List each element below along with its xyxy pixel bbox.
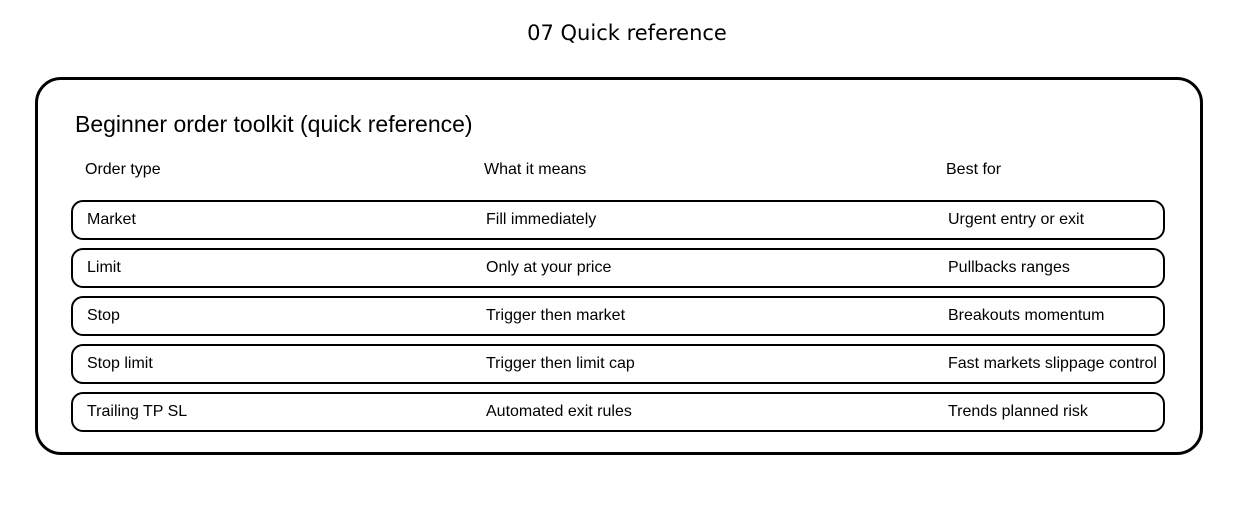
best-for-cell: Urgent entry or exit [948, 211, 1085, 228]
column-header-order-type: Order type [85, 161, 161, 178]
order-type-cell: Market [87, 211, 136, 228]
meaning-cell: Trigger then limit cap [486, 355, 635, 372]
order-type-cell: Limit [87, 259, 121, 276]
column-header-what-it-means: What it means [484, 161, 587, 178]
panel-heading: Beginner order toolkit (quick reference) [75, 111, 473, 137]
table-row: Trailing TP SL Automated exit rules Tren… [71, 392, 1165, 432]
meaning-cell: Only at your price [486, 259, 612, 276]
reference-panel: Beginner order toolkit (quick reference)… [35, 77, 1203, 455]
meaning-cell: Fill immediately [486, 211, 597, 228]
table-row: Stop Trigger then market Breakouts momen… [71, 296, 1165, 336]
page-title: 07 Quick reference [527, 21, 727, 45]
column-header-best-for: Best for [946, 161, 1002, 178]
order-type-cell: Stop [87, 307, 120, 324]
meaning-cell: Trigger then market [486, 307, 626, 324]
table-row: Limit Only at your price Pullbacks range… [71, 248, 1165, 288]
meaning-cell: Automated exit rules [486, 403, 632, 420]
order-type-cell: Stop limit [87, 355, 153, 372]
table-header-row: Order type What it means Best for [71, 160, 1165, 180]
best-for-cell: Breakouts momentum [948, 307, 1105, 324]
best-for-cell: Fast markets slippage control [948, 355, 1157, 372]
table-rows: Market Fill immediately Urgent entry or … [71, 200, 1165, 432]
best-for-cell: Trends planned risk [948, 403, 1088, 420]
table-row: Stop limit Trigger then limit cap Fast m… [71, 344, 1165, 384]
table-row: Market Fill immediately Urgent entry or … [71, 200, 1165, 240]
best-for-cell: Pullbacks ranges [948, 259, 1070, 276]
order-type-cell: Trailing TP SL [87, 403, 188, 420]
